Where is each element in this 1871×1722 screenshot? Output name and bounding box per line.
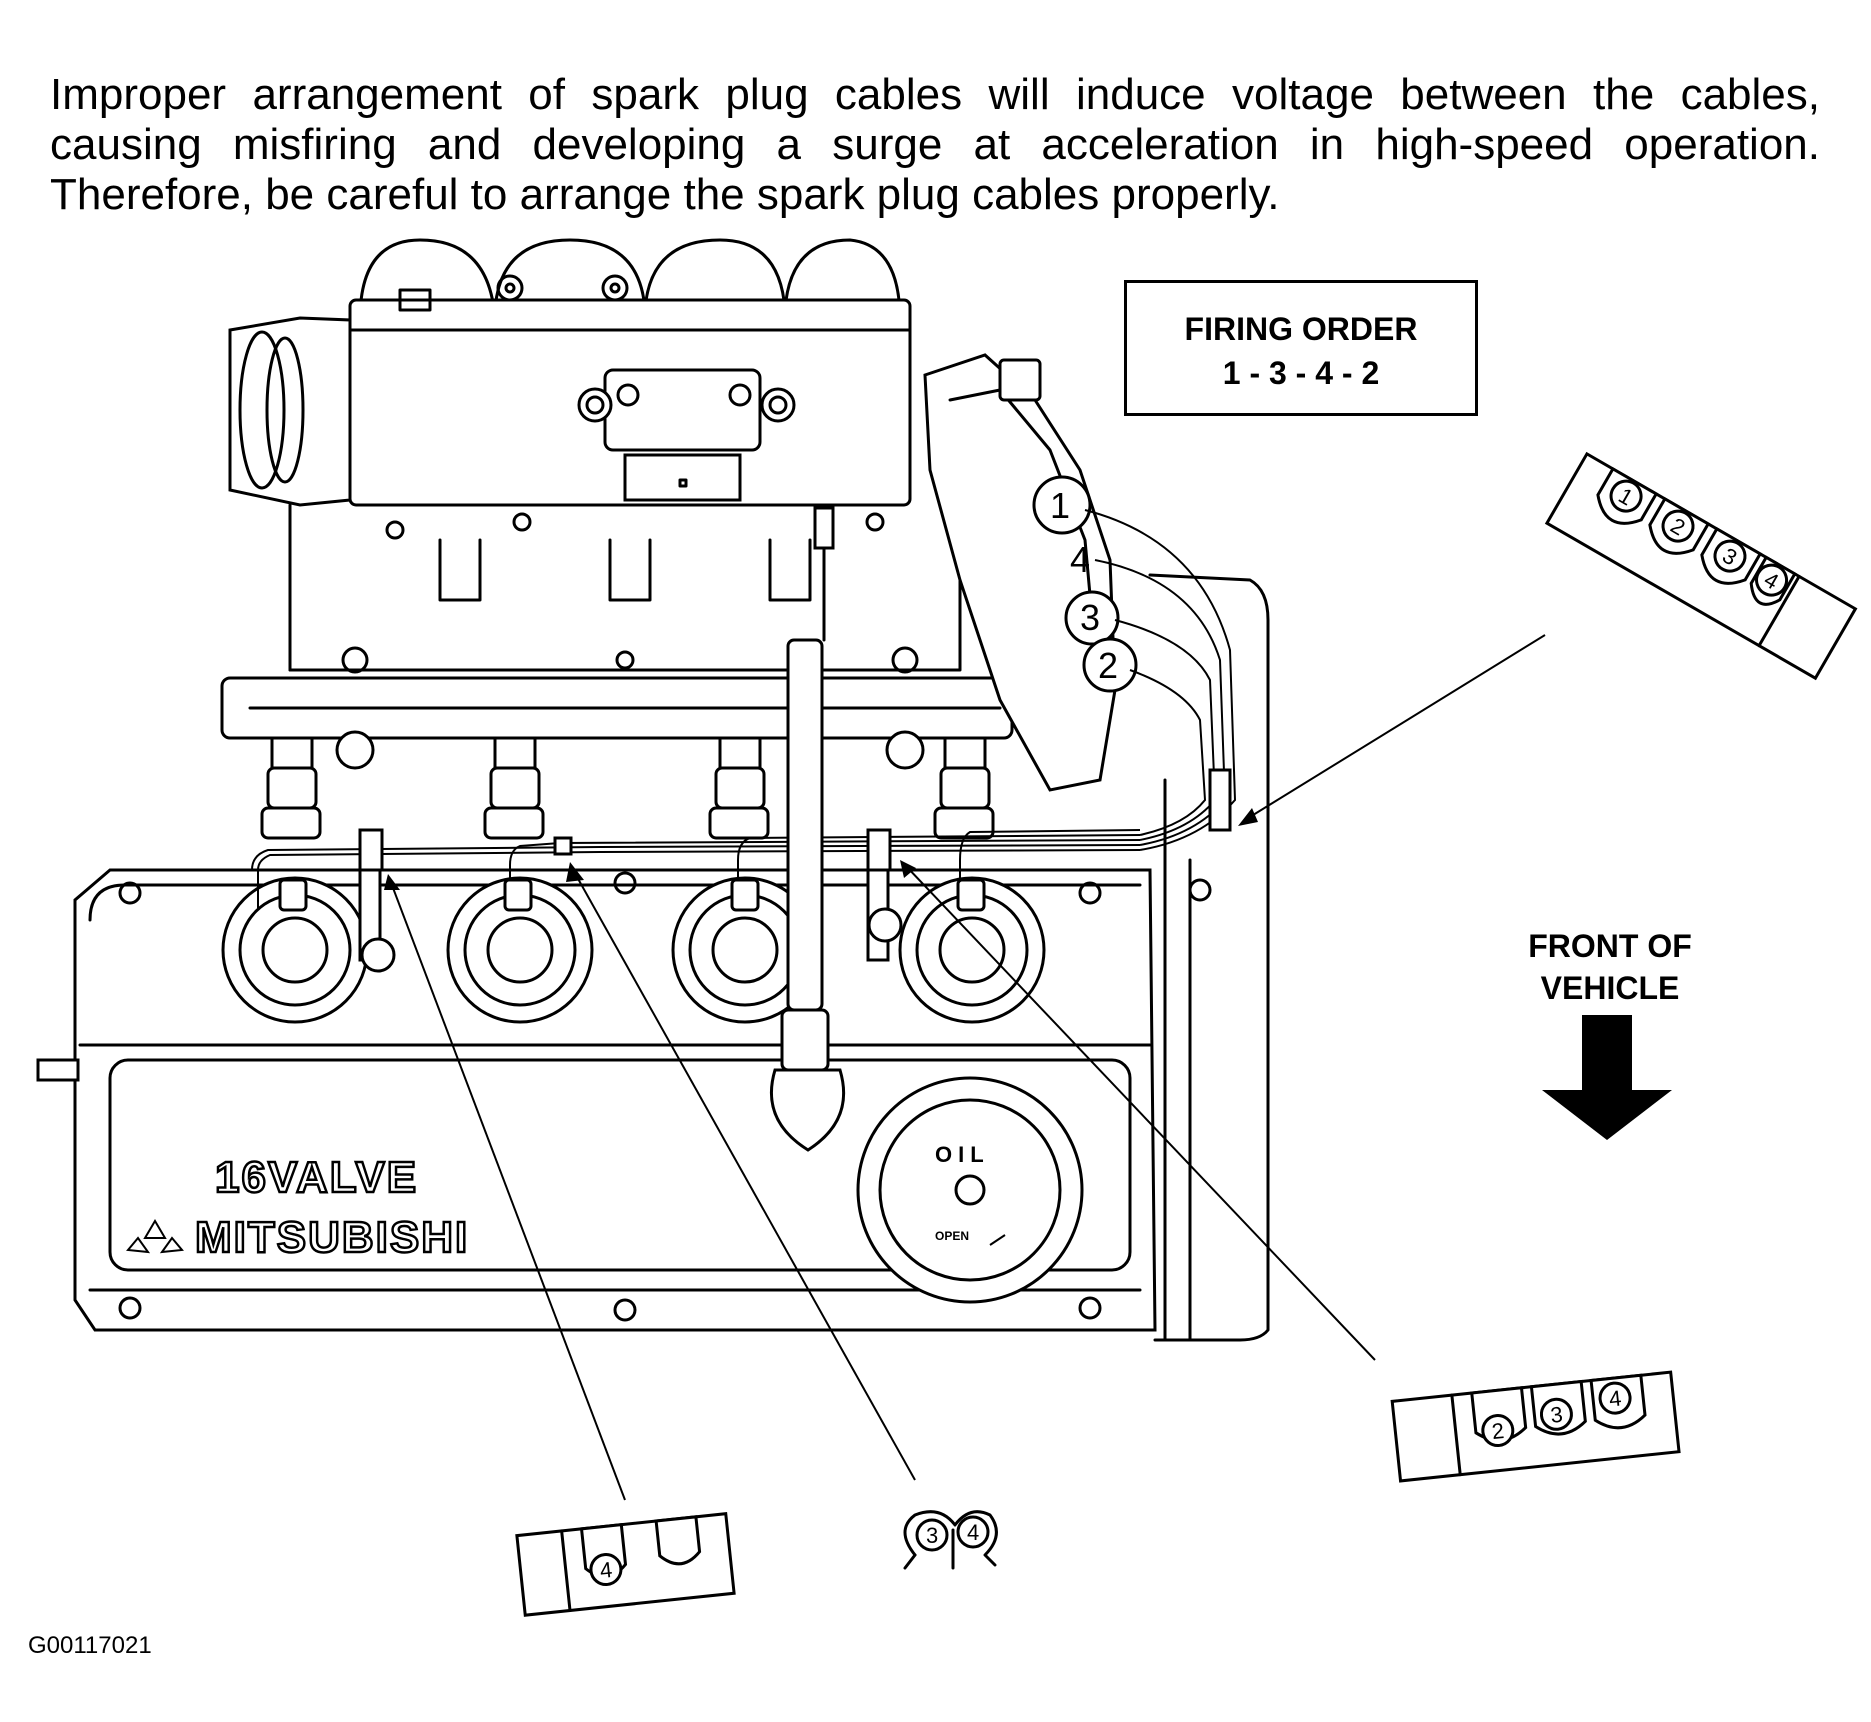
- firing-order-sequence: 1 - 3 - 4 - 2: [1222, 355, 1380, 391]
- dist-label-3: 3: [1080, 597, 1100, 638]
- intake-plenum: [228, 238, 962, 674]
- oil-cap-label: OIL: [935, 1142, 990, 1167]
- pcv-tube: [770, 506, 846, 1152]
- badge-mitsubishi: MITSUBISHI: [195, 1213, 469, 1262]
- oil-cap[interactable]: OIL OPEN: [856, 1076, 1084, 1304]
- clamp-lr-4: 4: [1608, 1385, 1623, 1411]
- clamp-lr-2: 2: [1491, 1418, 1506, 1444]
- clamp-lr-3: 3: [1549, 1402, 1564, 1428]
- engine-badge: 16VALVE MITSUBISHI: [126, 1152, 469, 1263]
- clamp-upper-right: 1 2 3 4: [1544, 451, 1858, 681]
- leader-lines: [384, 634, 1546, 1501]
- dist-label-2: 2: [1098, 645, 1118, 686]
- clamp-bm-3: 3: [926, 1523, 938, 1548]
- badge-16valve: 16VALVE: [215, 1153, 418, 1202]
- figure-code: G00117021: [28, 1632, 152, 1659]
- front-label-line1: FRONT OF: [1528, 928, 1692, 964]
- caution-text: Improper arrangement of spark plug cable…: [50, 70, 1820, 220]
- engine-block-side: [1148, 573, 1270, 1342]
- distributor: 1 4 3 2: [923, 353, 1237, 851]
- clamp-lower-right: 2 3 4: [1390, 1370, 1681, 1483]
- fuel-rail: [220, 676, 1014, 840]
- down-arrow-icon: [1542, 1015, 1672, 1140]
- oil-cap-open: OPEN: [935, 1229, 969, 1243]
- caution-line-2: causing misfiring and developing a surge…: [50, 120, 1820, 169]
- firing-order-box: FIRING ORDER 1 - 3 - 4 - 2: [1124, 280, 1478, 416]
- front-label-line2: VEHICLE: [1540, 970, 1680, 1006]
- mitsubishi-logo-icon: [126, 1219, 184, 1254]
- plug-cables: [251, 828, 1141, 973]
- caution-line-1: Improper arrangement of spark plug cable…: [50, 70, 1820, 119]
- clamp-bottom-middle: 3 4: [903, 1510, 998, 1570]
- front-of-vehicle-label: FRONT OF VEHICLE: [1500, 925, 1720, 1009]
- firing-order-title: FIRING ORDER: [1184, 311, 1418, 347]
- clamp-bottom-left: 4: [515, 1512, 736, 1617]
- spark-plug-wells: [221, 876, 1046, 1024]
- clamp-bm-4: 4: [967, 1520, 979, 1545]
- dist-label-4: 4: [1070, 539, 1090, 580]
- clamp-bl-4: 4: [599, 1557, 614, 1583]
- caution-line-3: Therefore, be careful to arrange the spa…: [50, 170, 1280, 219]
- dist-label-1: 1: [1050, 485, 1070, 526]
- distributor-terminals: 1 4 3 2: [1032, 475, 1138, 693]
